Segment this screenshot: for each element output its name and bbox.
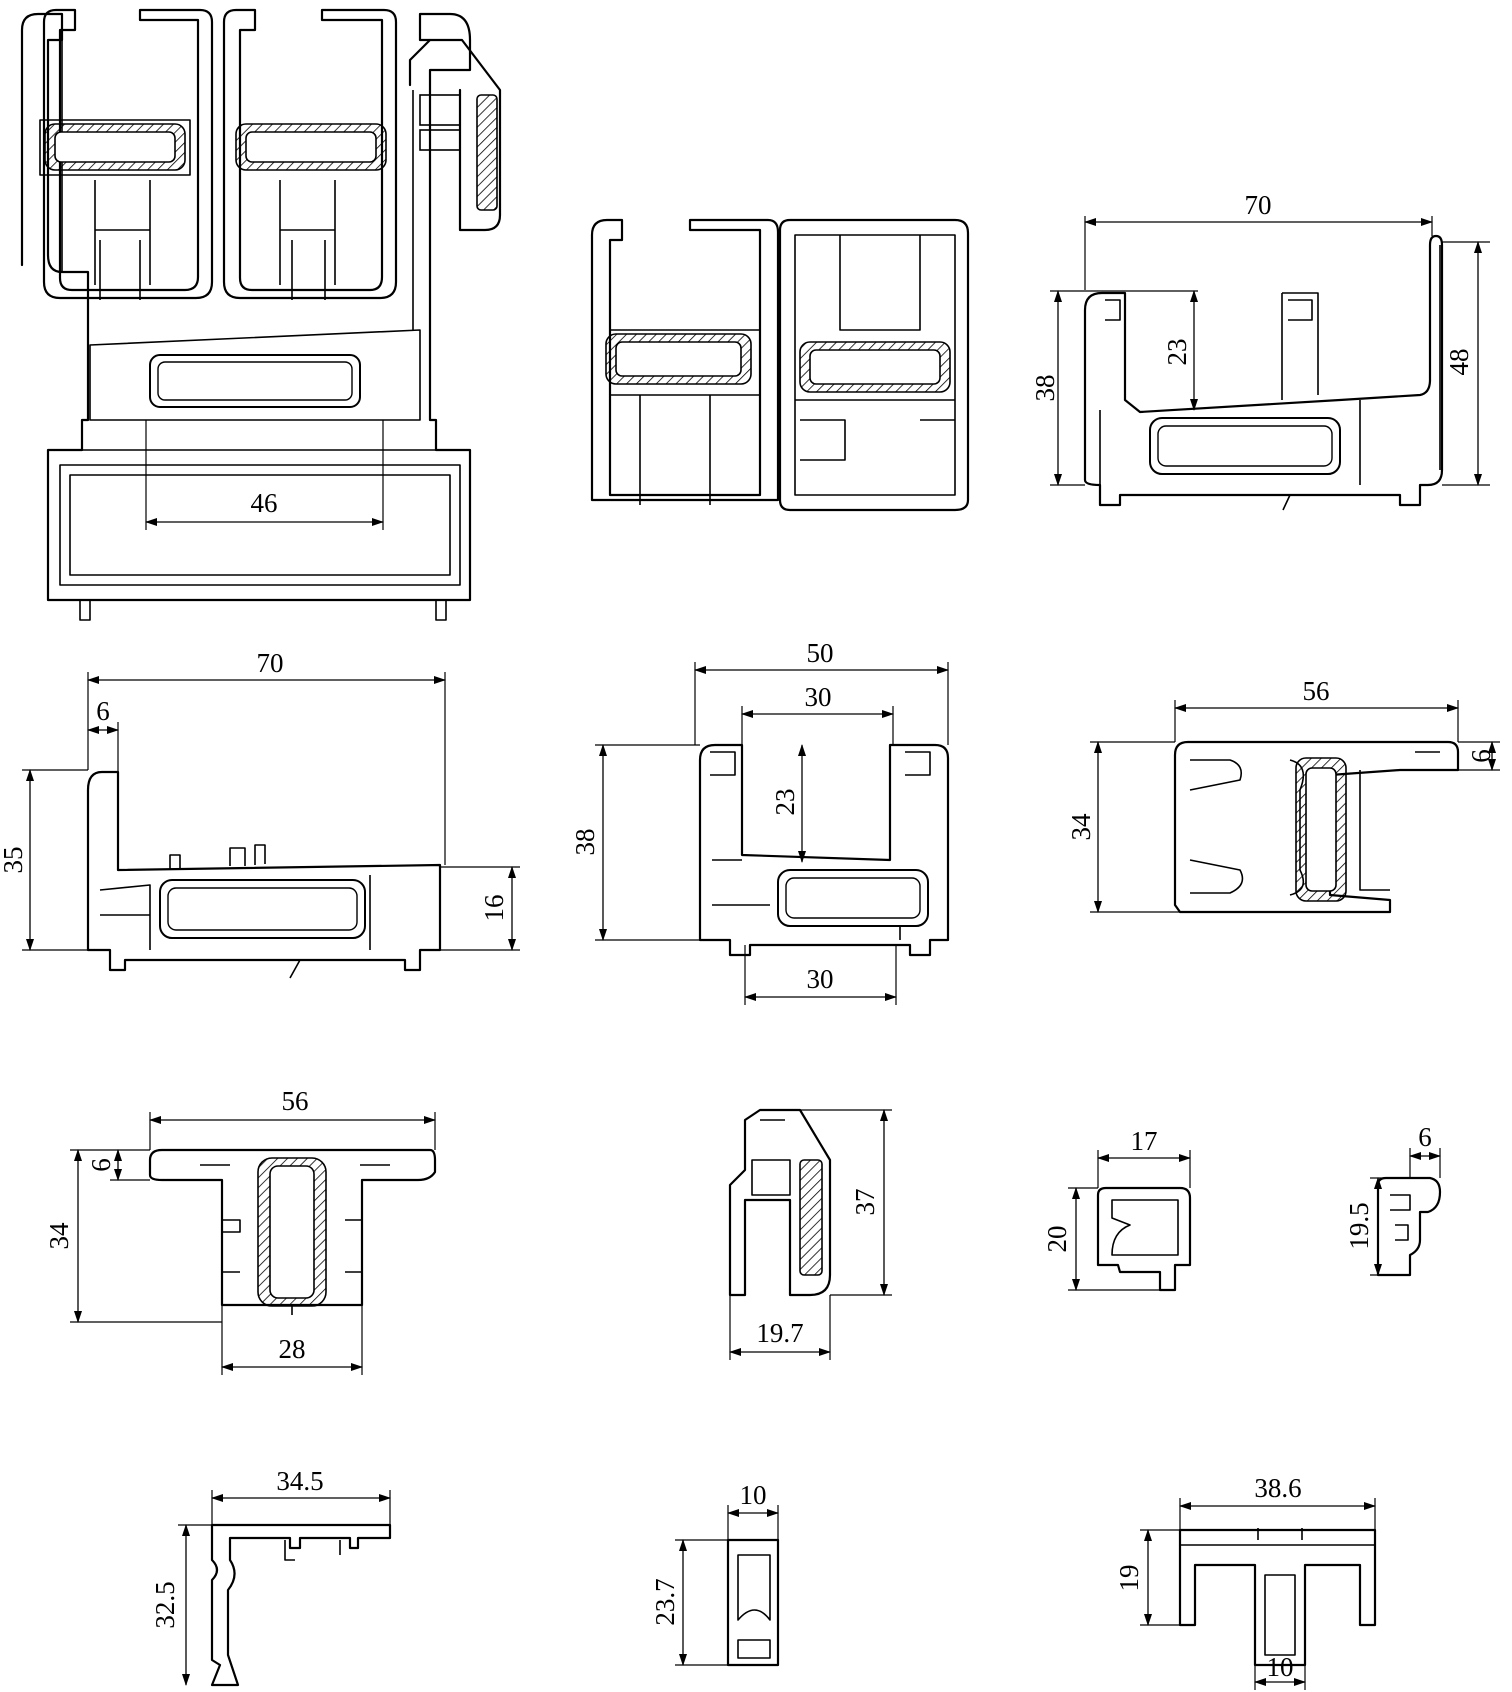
dim-label: 6 bbox=[96, 696, 110, 726]
profile-sash-mullion bbox=[590, 218, 970, 512]
dim-label: 34 bbox=[1066, 813, 1096, 841]
dim-label: 20 bbox=[1042, 1226, 1072, 1253]
profile-frame-70: 70 38 23 48 bbox=[1030, 190, 1490, 511]
profile-sash-50: 50 30 38 23 30 bbox=[570, 638, 950, 1005]
profile-bead-10: 10 23.7 bbox=[650, 1480, 780, 1667]
dim-label: 30 bbox=[807, 964, 834, 994]
dim-label: 17 bbox=[1131, 1126, 1158, 1156]
dim-label: 70 bbox=[257, 648, 284, 678]
profile-mullion-56-b: 56 6 34 28 bbox=[44, 1086, 437, 1375]
dim-label: 38.6 bbox=[1254, 1473, 1301, 1503]
dim-label: 23 bbox=[770, 789, 800, 816]
dim-label: 56 bbox=[1303, 676, 1330, 706]
dim-label: 38 bbox=[570, 829, 600, 856]
dim-label: 35 bbox=[0, 847, 28, 874]
dim-label: 48 bbox=[1444, 349, 1474, 376]
profile-cover-37: 37 19.7 bbox=[728, 1108, 892, 1360]
dim-label: 34.5 bbox=[276, 1466, 323, 1496]
dim-label: 16 bbox=[479, 895, 509, 922]
dim-label: 19 bbox=[1114, 1565, 1144, 1592]
dim-label: 37 bbox=[850, 1189, 880, 1216]
dim-label: 23.7 bbox=[650, 1578, 680, 1625]
dim-label: 30 bbox=[805, 682, 832, 712]
profile-sliding-assembly: 46 bbox=[20, 8, 502, 621]
dim-label: 6 bbox=[1418, 1122, 1432, 1152]
dim-label: 50 bbox=[807, 638, 834, 668]
dim-label: 6 bbox=[86, 1158, 116, 1172]
dim-label: 34 bbox=[44, 1222, 74, 1250]
dim-label: 19.7 bbox=[756, 1318, 803, 1348]
dim-label: 46 bbox=[251, 488, 278, 518]
dim-label: 28 bbox=[279, 1334, 306, 1364]
dim-label: 23 bbox=[1162, 339, 1192, 366]
profile-angle-34-5: 34.5 32.5 bbox=[150, 1466, 392, 1687]
dim-label: 70 bbox=[1245, 190, 1272, 220]
profile-frame-70-35: 70 6 35 16 bbox=[0, 648, 520, 979]
profile-bead-6: 6 19.5 bbox=[1344, 1122, 1442, 1277]
profile-coupler-38-6: 38.6 19 10 bbox=[1114, 1473, 1377, 1690]
dim-label: 56 bbox=[282, 1086, 309, 1116]
dim-label: 10 bbox=[740, 1480, 767, 1510]
dim-label: 19.5 bbox=[1344, 1202, 1374, 1249]
dim-label: 38 bbox=[1030, 375, 1060, 402]
dim-label: 6 bbox=[1466, 749, 1496, 763]
dim-label: 32.5 bbox=[150, 1581, 180, 1628]
profile-mullion-56-a: 56 34 6 bbox=[1066, 676, 1500, 914]
profile-bead-17: 17 20 bbox=[1042, 1126, 1192, 1292]
dim-label: 10 bbox=[1267, 1652, 1294, 1682]
